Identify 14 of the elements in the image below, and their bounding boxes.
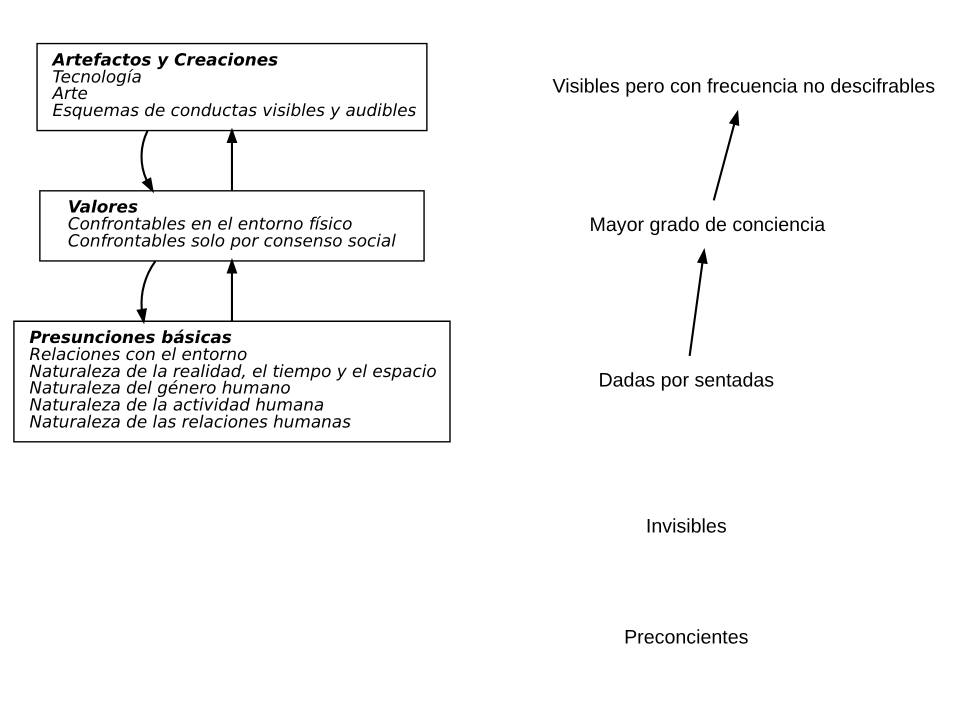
- node-box: Valores Confrontables en el entorno físico Confrontables solo por consenso social: [39, 190, 425, 262]
- arrow: [136, 260, 156, 324]
- node-text: Visibles pero con frecuencia no descifrables: [552, 74, 936, 97]
- arrow: [226, 127, 238, 190]
- node-box: Artefactos y Creaciones Tecnología Arte Esquemas de conductas visibles y audibles: [36, 42, 428, 131]
- label: Invisibles: [646, 515, 727, 538]
- node-box: Presunciones básicas Relaciones con el entorno Naturaleza de la realidad, el tiempo y el espacio Naturaleza del género humano Naturaleza de la actividad humana Naturaleza de las relaciones humanas: [13, 320, 451, 442]
- label: Preconcientes: [624, 626, 748, 648]
- arrow: [712, 109, 740, 200]
- node-text: Mayor grado de conciencia: [589, 214, 826, 236]
- arrow: [140, 130, 154, 193]
- arrow: [226, 258, 238, 321]
- node-text: Dadas por sentadas: [598, 369, 774, 392]
- arrow: [688, 248, 708, 356]
